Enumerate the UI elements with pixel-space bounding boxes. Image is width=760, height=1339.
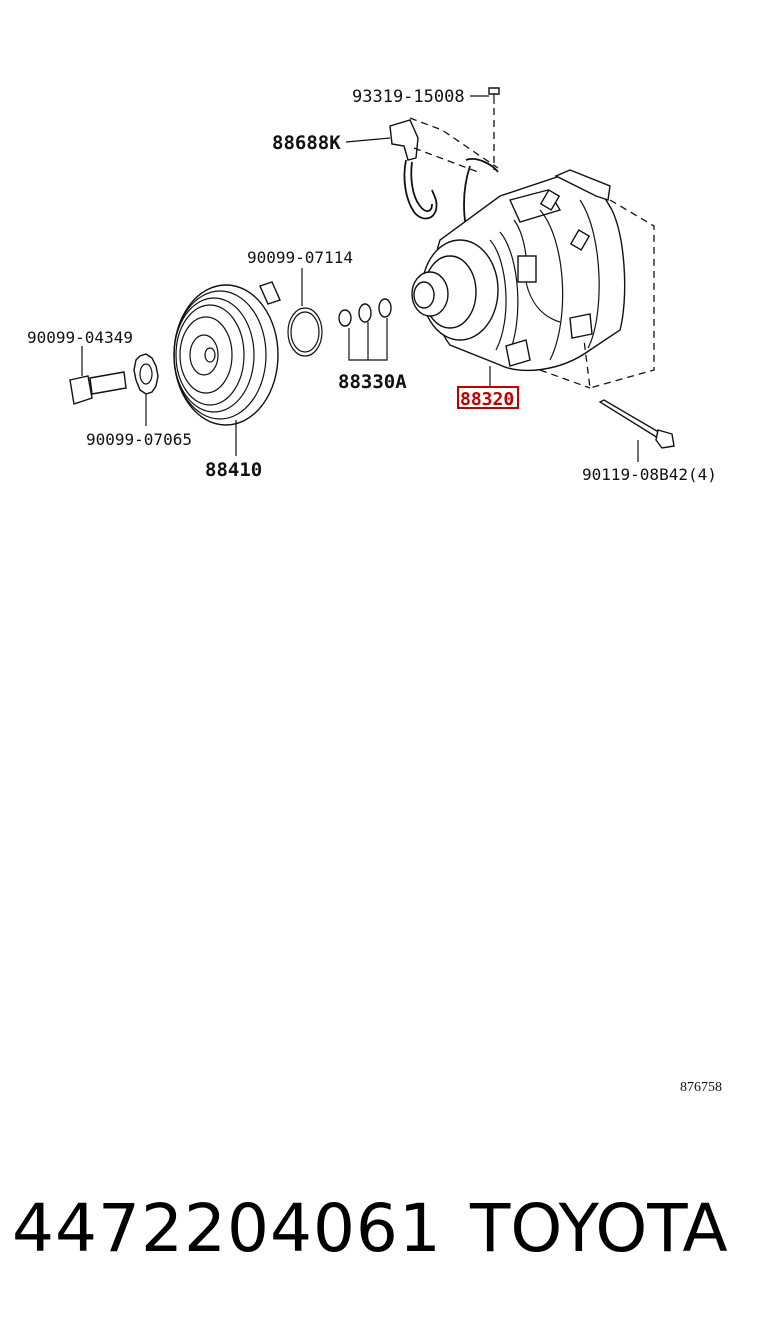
label-pulley: 88410: [205, 459, 262, 481]
label-compressor[interactable]: 88320: [460, 389, 514, 410]
shims-part: [338, 298, 392, 361]
label-mount-bolt: 90119-08B42(4): [582, 465, 717, 484]
washer-part: [133, 353, 159, 426]
label-bracket: 88688K: [272, 132, 341, 154]
label-snap-ring: 90099-07114: [247, 248, 353, 267]
footer-bar: 4472204061 TOYOTA: [0, 1190, 760, 1280]
left-bolt-part: [69, 346, 127, 405]
label-left-bolt: 90099-04349: [27, 328, 133, 347]
brand-name: TOYOTA: [470, 1190, 728, 1267]
part-number: 4472204061: [12, 1190, 442, 1267]
compressor-part: [411, 158, 626, 372]
label-shims: 88330A: [338, 371, 407, 393]
snap-ring-part: [259, 268, 323, 357]
top-bolt-part: [470, 87, 500, 104]
label-top-bolt: 93319-15008: [352, 87, 465, 107]
bracket-part: [345, 119, 438, 220]
highlight-box: [457, 386, 519, 409]
mount-bolt-part: [598, 399, 675, 462]
reference-number: 876758: [680, 1080, 722, 1095]
label-washer: 90099-07065: [86, 430, 192, 449]
pulley-part: [173, 284, 279, 456]
